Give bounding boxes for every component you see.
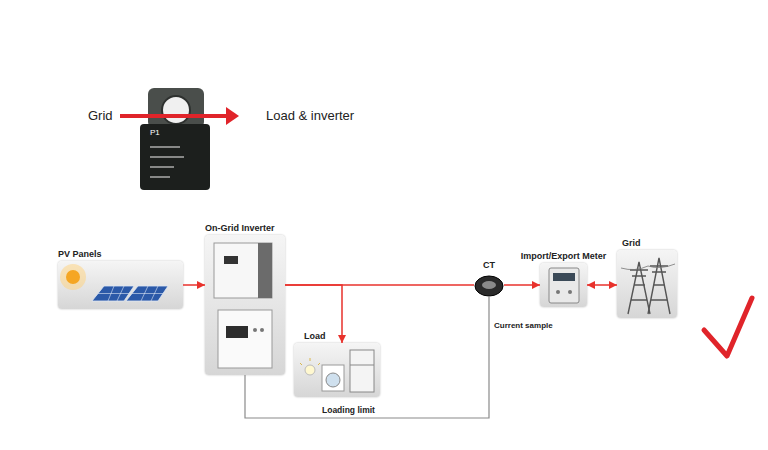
node-heading: On-Grid Inverter: [205, 224, 275, 234]
pylon: [628, 262, 650, 314]
pylon: [648, 258, 670, 314]
load-box: Load: [294, 343, 380, 397]
inverter-side: [258, 243, 272, 298]
ct-print-line: [150, 166, 174, 168]
washer-door: [326, 373, 340, 387]
meter-display: [553, 273, 575, 281]
ct-terminal-mark: P1: [150, 129, 160, 138]
lamp-rays: [300, 358, 320, 365]
pv-panels-box: PV Panels: [58, 261, 183, 309]
ct-sensor-hole: [482, 281, 496, 289]
node-heading: Grid: [622, 239, 641, 249]
node-heading: PV Panels: [58, 250, 102, 260]
ct-print-line: [150, 146, 180, 148]
node-heading: Load: [304, 332, 326, 342]
sun: [66, 270, 80, 284]
control-line: [245, 297, 489, 418]
inverter-screen: [226, 326, 248, 338]
inverter-unit: [218, 310, 272, 368]
ct-print-line: [150, 156, 184, 158]
power-flow-line: [587, 284, 617, 286]
power-flow-line: [504, 284, 540, 286]
panel-grid: [98, 286, 163, 301]
inverter-button: [253, 328, 257, 332]
meter-box: Import/Export Meter: [540, 263, 587, 307]
ct-print-line: [150, 176, 170, 178]
flow-arrow-shaft: [120, 114, 227, 118]
ct-sensor: CT: [474, 275, 504, 297]
grid-box: Grid: [617, 250, 677, 318]
edge-label: Loading limit: [322, 406, 375, 415]
inverter-button: [260, 328, 264, 332]
sun-glow: [60, 264, 86, 290]
node-heading: Import/Export Meter: [521, 252, 607, 262]
fridge-door-line: [350, 365, 374, 366]
solar-panel: [126, 286, 168, 301]
power-flow-line: [183, 284, 205, 286]
meter-button: [556, 290, 560, 294]
ct-sensor-body: [475, 276, 503, 296]
power-flow-line: [285, 284, 474, 286]
power-flow-line: [285, 285, 342, 343]
meter-body: [549, 268, 579, 303]
ct-body: [140, 124, 210, 190]
lamp-bulb: [305, 365, 315, 375]
check-mark: [704, 298, 752, 356]
ct-clamp-top: [148, 88, 204, 128]
ct-hole: [162, 96, 190, 124]
node-heading: CT: [483, 261, 495, 271]
flow-arrow-head: [226, 107, 239, 125]
flow-end-label: Load & inverter: [266, 109, 354, 123]
power-wire: [621, 264, 675, 270]
solar-panel: [92, 286, 134, 301]
washing-machine: [322, 365, 344, 391]
inverter-display: [224, 256, 238, 264]
fridge: [350, 350, 374, 392]
inverter-unit: [214, 243, 272, 298]
meter-button: [568, 290, 572, 294]
flow-end-label: Grid: [88, 109, 113, 123]
inverter-box: On-Grid Inverter: [205, 235, 285, 375]
signal-label: Current sample: [494, 322, 553, 331]
